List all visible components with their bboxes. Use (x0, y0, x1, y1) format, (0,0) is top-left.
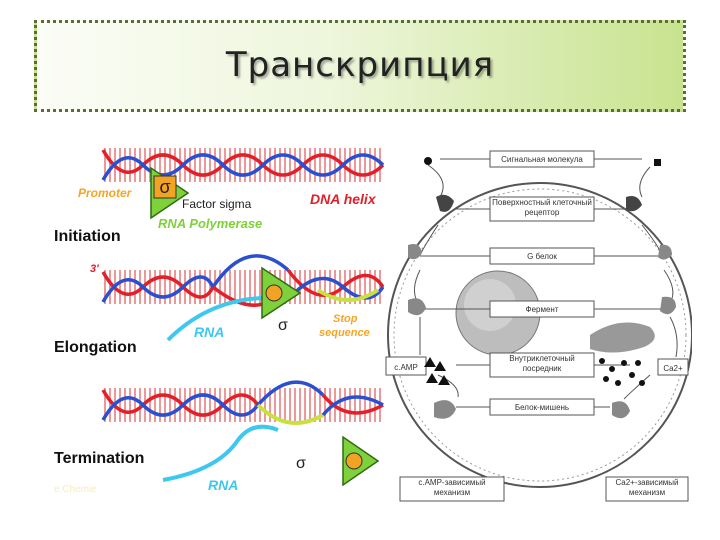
target-protein-label: Белок-мишень (515, 403, 569, 412)
dna-helix-initiation (101, 148, 385, 182)
transcription-stages-figure: σ Promoter Factor sigma DNA helix RNA Po… (48, 140, 385, 505)
enzyme-left (408, 298, 426, 316)
ca-label: Ca2+ (663, 364, 683, 373)
signal-molecule-label: Сигнальная молекула (501, 155, 583, 164)
ca-mechanism-box (605, 476, 689, 502)
target-protein-right (612, 401, 630, 419)
receptor-left (436, 194, 454, 212)
endoplasmic-reticulum (590, 322, 655, 353)
mediator-label: Внутриклеточный посредник (509, 354, 575, 373)
rna-label-2: RNA (208, 477, 238, 493)
g-protein-label: G белок (527, 252, 557, 261)
rna-polymerase-elongation (261, 266, 302, 320)
dna-helix-termination (101, 380, 384, 425)
dna-helix-elongation (101, 254, 385, 307)
rna-strand-termination (162, 424, 279, 482)
camp-label: c.AMP (394, 363, 418, 372)
ca-box (657, 358, 689, 376)
target-protein-left (434, 400, 456, 419)
rna-polymerase-termination (342, 435, 380, 487)
rna-polymerase-label: RNA Polymerase (158, 216, 262, 231)
ca-mechanism-label: Ca2+-зависимый механизм (615, 478, 679, 497)
sigma-free-1: σ (278, 317, 288, 334)
termination-label: Termination (54, 450, 144, 467)
three-prime-label: 3' (90, 263, 99, 275)
receptor-right (626, 196, 642, 212)
signal-molecule-right (654, 159, 661, 166)
rna-strand-elongation (166, 296, 264, 342)
enzyme-right (660, 296, 676, 315)
calcium-ions (599, 358, 645, 386)
signal-molecule-left (424, 157, 432, 165)
g-protein-left (408, 244, 422, 260)
factor-sigma-label: Factor sigma (182, 197, 252, 211)
g-protein-right (658, 244, 672, 260)
dna-helix-label: DNA helix (310, 191, 377, 207)
camp-mechanism-label: c.AMP-зависимый механизм (418, 478, 486, 497)
sigma-symbol: σ (159, 177, 170, 197)
cell-signaling-figure: Сигнальная молекула Поверхностный клеточ… (380, 135, 693, 515)
enzyme-label: Фермент (525, 305, 558, 314)
title-banner: Транскрипция (34, 20, 686, 112)
stop-label-1: Stop (333, 313, 358, 325)
sigma-free-2: σ (296, 455, 306, 472)
promoter-label: Promoter (78, 186, 133, 200)
page-title: Транскрипция (225, 45, 495, 85)
faint-watermark-text: e.Chemie (54, 484, 97, 495)
camp-molecules (424, 357, 450, 385)
rna-label-1: RNA (194, 324, 224, 340)
initiation-label: Initiation (54, 228, 121, 245)
elongation-label: Elongation (54, 339, 137, 356)
receptor-label: Поверхностный клеточный рецептор (492, 198, 592, 217)
stop-label-2: sequence (319, 327, 370, 339)
camp-mechanism-box (399, 476, 505, 502)
rna-polymerase-initiation: σ (150, 166, 190, 220)
